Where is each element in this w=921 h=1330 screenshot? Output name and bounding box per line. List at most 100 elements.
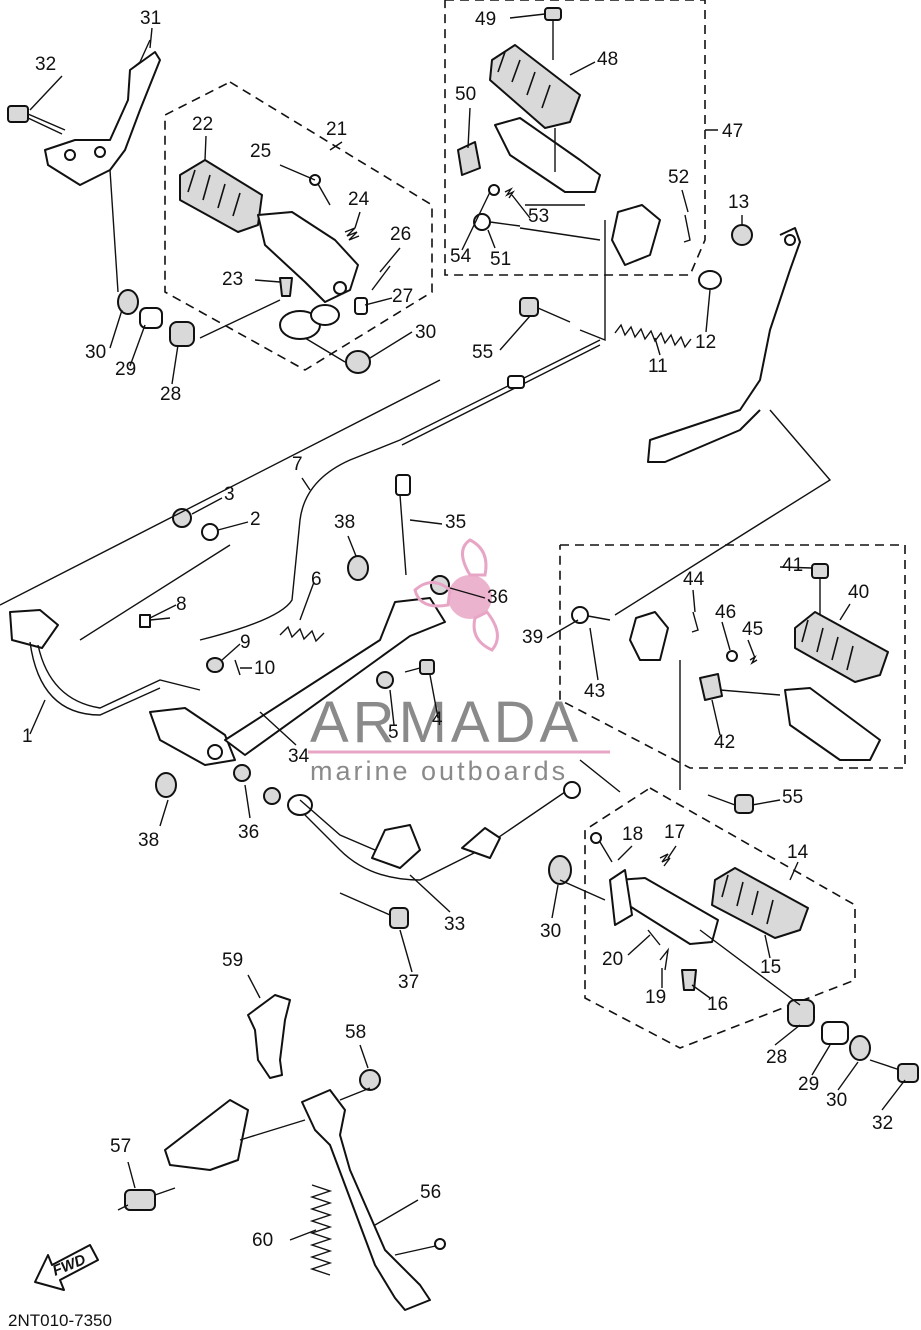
part-39-footpeg	[571, 606, 881, 761]
part-32-bolt-top	[7, 105, 66, 135]
part-29-collars	[139, 307, 849, 1045]
fwd-arrow-icon: FWD	[34, 1244, 99, 1291]
part-20-pin	[647, 929, 661, 946]
part-11-spring	[614, 323, 692, 349]
part-2-washer	[201, 523, 219, 541]
group-box-39	[559, 544, 906, 769]
callout: 26	[390, 224, 411, 245]
part-50-plate	[457, 141, 481, 176]
callout: 53	[528, 206, 549, 227]
part-40-rubber	[794, 611, 889, 683]
callout: 7	[292, 454, 303, 475]
part-19-clip	[659, 947, 670, 971]
part-32-bolt-lower	[869, 1059, 919, 1083]
callout: 8	[176, 594, 187, 615]
part-34-bracket	[149, 597, 446, 766]
part-49-bolt	[544, 7, 562, 60]
callout: 4	[432, 709, 443, 730]
part-44-clip	[691, 611, 699, 633]
callout: 59	[222, 950, 243, 971]
part-5-nut	[376, 671, 394, 689]
callout: 57	[110, 1136, 131, 1157]
part-27-pin	[354, 297, 368, 315]
callout: 28	[766, 1047, 787, 1068]
callout: 20	[602, 949, 623, 970]
watermark-tagline: marine outboards	[310, 756, 568, 786]
callout: 56	[420, 1182, 441, 1203]
callout: 35	[445, 512, 466, 533]
callout: 58	[345, 1022, 366, 1043]
part-31-bracket	[44, 39, 161, 186]
propeller-logo-icon	[413, 538, 499, 652]
callout: 12	[695, 332, 716, 353]
callout: 32	[35, 54, 56, 75]
part-18-pin	[590, 832, 613, 863]
callout: 15	[760, 957, 781, 978]
callout: 23	[222, 269, 243, 290]
part-41-bolt	[811, 563, 829, 618]
part-51-pin	[473, 213, 521, 231]
callout: 43	[584, 681, 605, 702]
callout: 52	[668, 167, 689, 188]
part-23-plug	[279, 277, 293, 297]
callout: 39	[522, 627, 543, 648]
part-53-spring	[504, 187, 516, 199]
callout: 13	[728, 192, 749, 213]
part-54-ball	[488, 184, 500, 196]
callout: 48	[597, 49, 618, 70]
callout: 55	[782, 787, 803, 808]
part-47-footpeg	[494, 117, 601, 193]
callout: 14	[787, 842, 809, 863]
callout: 30	[826, 1090, 847, 1111]
callout: 54	[450, 246, 472, 267]
callout: 25	[250, 141, 271, 162]
part-6-spring	[279, 625, 325, 643]
callout: 41	[782, 555, 803, 576]
callout: 31	[140, 8, 161, 29]
group-box-47	[444, 0, 706, 276]
diagram-code: 2NT010-7350	[8, 1311, 112, 1330]
part-1-brake-pedal	[9, 609, 201, 716]
callout: 32	[872, 1113, 893, 1134]
callout: 30	[540, 921, 561, 942]
callout: 24	[348, 189, 370, 210]
part-7-brake-cable	[199, 339, 601, 641]
callout-labels: 31 32 22 21 25 24 26 23 27 30 29 28 30 4…	[22, 8, 893, 1251]
watermark-brand: ARMADA	[310, 690, 582, 755]
callout: 38	[138, 830, 159, 851]
callout: 60	[252, 1230, 273, 1251]
callout: 9	[240, 632, 251, 653]
callout: 3	[224, 484, 235, 505]
callout: 16	[707, 994, 728, 1015]
armada-watermark: ARMADA marine outboards	[308, 538, 610, 786]
callout: 10	[254, 658, 275, 679]
part-15-rubber	[711, 867, 809, 939]
callout: 2	[250, 509, 261, 530]
part-45-spring	[749, 655, 758, 665]
part-21-footpeg-bracket	[257, 211, 359, 340]
callout: 30	[415, 322, 436, 343]
group-box-14	[584, 787, 856, 1049]
callout: 55	[472, 342, 493, 363]
callout: 19	[645, 987, 666, 1008]
callout: 40	[848, 582, 869, 603]
part-37-bolt	[339, 892, 409, 929]
part-26-pin	[371, 265, 391, 291]
part-13-nut	[731, 224, 753, 246]
part-52-clip	[683, 214, 691, 243]
callout: 36	[487, 587, 508, 608]
part-22-footpeg-rubber	[179, 159, 263, 233]
part-35-adjuster	[395, 474, 411, 576]
part-48-rubber	[489, 44, 581, 129]
callout: 33	[444, 914, 465, 935]
brake-arm-right	[647, 227, 801, 463]
callout: 21	[326, 119, 347, 140]
part-30-washers	[117, 289, 871, 1061]
callout: 29	[798, 1074, 819, 1095]
callout: 46	[715, 602, 736, 623]
callout: 37	[398, 972, 419, 993]
callout: 42	[714, 732, 735, 753]
callout: 44	[683, 569, 705, 590]
callout: 47	[722, 121, 743, 142]
